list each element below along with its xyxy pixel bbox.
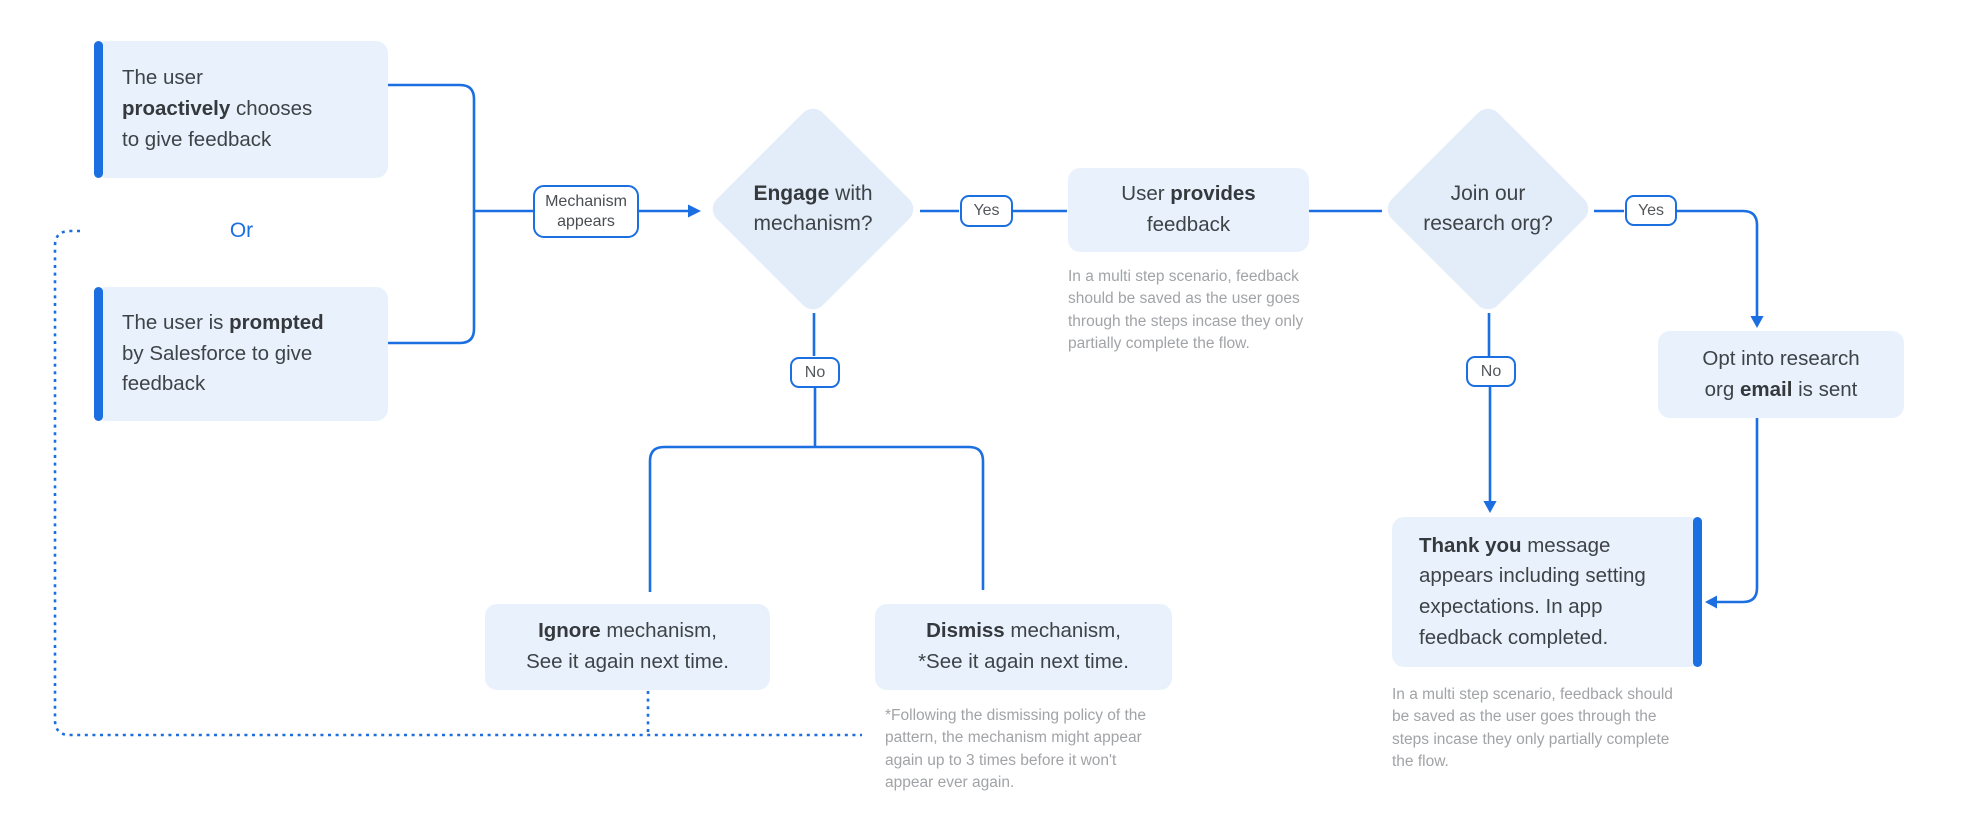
start-node-prompted: The user is prompted by Salesforce to gi…: [94, 287, 388, 421]
opt-email-node: Opt into research org email is sent: [1658, 331, 1904, 418]
thank-you-node: Thank you message appears including sett…: [1392, 517, 1702, 667]
start-node-prompted-text: The user is prompted by Salesforce to gi…: [122, 310, 324, 396]
dismiss-text: Dismiss mechanism, *See it again next ti…: [918, 619, 1129, 673]
opt-to-thankyou-line: [1717, 418, 1759, 604]
accent-bar: [94, 41, 103, 178]
accent-bar: [1693, 517, 1702, 667]
or-label: Or: [229, 219, 254, 242]
branch-label-yes-2: Yes: [1625, 195, 1677, 226]
thank-you-text: Thank you message appears including sett…: [1419, 533, 1646, 649]
arrowhead-into-engage: [688, 204, 701, 218]
accent-bar: [94, 287, 103, 421]
start-merge-bracket-line: [388, 83, 476, 345]
provides-feedback-text: User provides feedback: [1121, 182, 1256, 236]
start-node-proactive-text: The user proactively chooses to give fee…: [122, 66, 313, 151]
split-bar-line: [648, 445, 985, 592]
ignore-node: Ignore mechanism, See it again next time…: [485, 604, 770, 690]
arrowhead-into-opt: [1750, 316, 1764, 328]
ignore-text: Ignore mechanism, See it again next time…: [526, 619, 729, 673]
opt-email-text: Opt into research org email is sent: [1702, 346, 1860, 401]
provides-feedback-note: In a multi step scenario, feedback shoul…: [1068, 268, 1304, 353]
arrowhead-into-thankyou-side: [1705, 595, 1717, 609]
branch-label-no-2: No: [1466, 356, 1516, 387]
dismiss-footnote: *Following the dismissing policy of the …: [885, 707, 1147, 792]
branch-label-no-1: No: [790, 357, 840, 388]
provides-feedback-node: User provides feedback: [1068, 168, 1309, 252]
decision-research-text: Join our research org?: [1423, 181, 1553, 235]
mechanism-appears-label: Mechanism appears: [533, 185, 639, 238]
start-node-proactive: The user proactively chooses to give fee…: [94, 41, 388, 178]
arrowhead-into-thankyou-top: [1483, 501, 1497, 513]
dismiss-node: Dismiss mechanism, *See it again next ti…: [875, 604, 1172, 690]
yes2-to-opt-line: [1677, 209, 1759, 316]
branch-label-yes-1: Yes: [960, 195, 1013, 227]
thank-you-note: In a multi step scenario, feedback shoul…: [1392, 686, 1673, 771]
decision-engage-text: Engage with mechanism?: [753, 181, 873, 235]
